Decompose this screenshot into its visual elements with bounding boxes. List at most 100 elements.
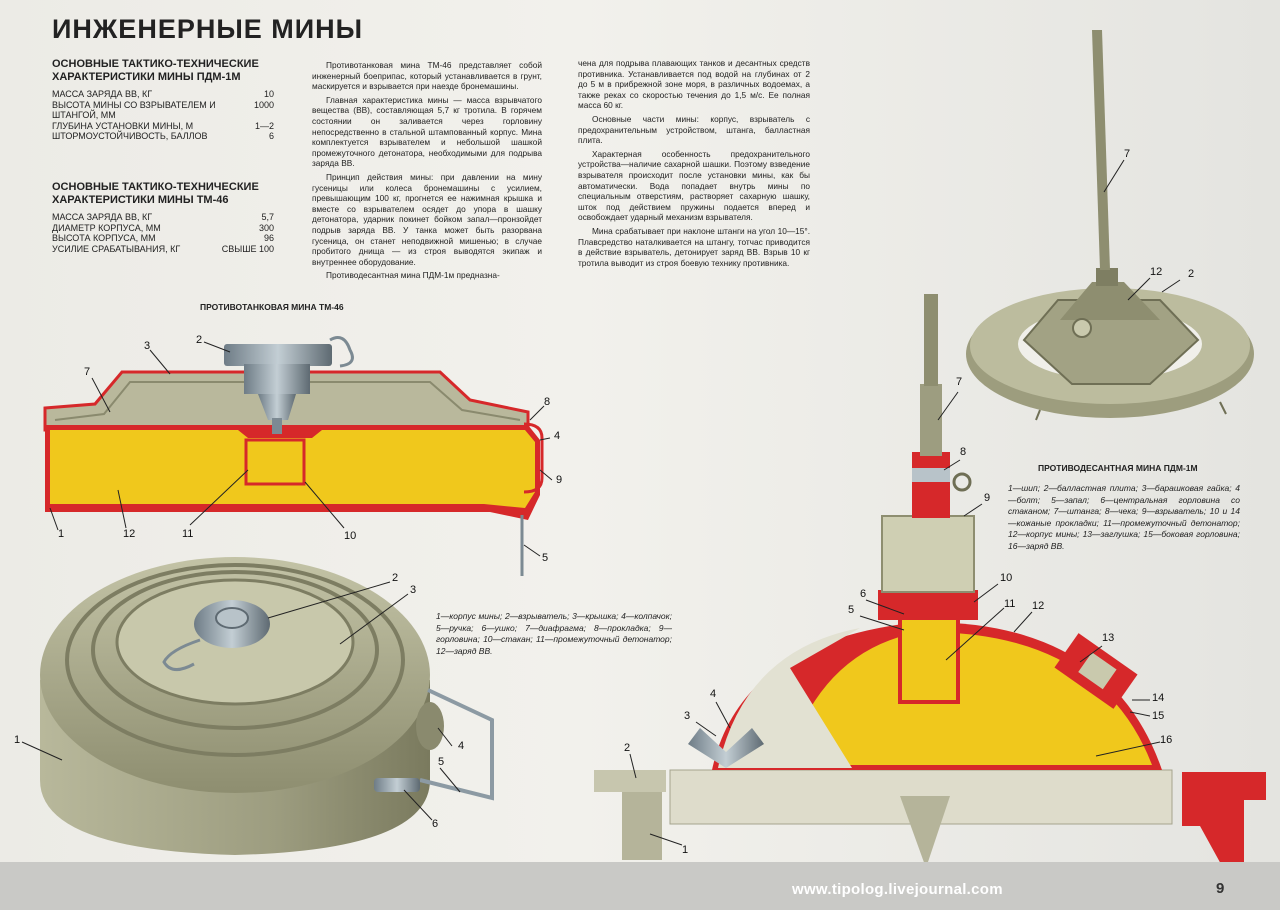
paragraph: Характерная особенность предохранительно… [578,148,810,223]
tm46-fuse-ring [329,336,354,368]
callout-label: 8 [544,396,551,408]
pdm-fuse-body [881,515,975,593]
paragraph: Противотанковая мина ТМ-46 представляет … [312,60,542,92]
tm46-exterior-drawing [40,557,494,855]
page-title: ИНЖЕНЕРНЫЕ МИНЫ [52,14,364,44]
page-number: 9 [1216,880,1225,897]
callout-label: 5 [542,552,549,564]
legend-pdm1m: 1—шип; 2—балластная плита; 3—барашковая … [1008,483,1240,551]
callout-label: 4 [554,430,561,442]
callout-label: 3 [684,710,691,722]
article-column-2: чена для подрыва плавающих танков и деса… [578,58,810,271]
callout-label: 2 [196,334,203,346]
pdm-spike-center [900,796,950,868]
callout-label: 4 [458,740,465,752]
pdm-cone [1060,282,1160,320]
callout-label: 13 [1102,632,1115,644]
callout-label: 3 [410,584,417,596]
legend-tm46: 1—корпус мины; 2—взрыватель; 3—крышка; 4… [436,611,672,656]
paragraph: Противодесантная мина ПДМ-1м предназна- [326,270,500,281]
pdm-red-collar [878,590,978,620]
callout-label: 7 [84,366,91,378]
article-column-1: Противотанковая мина ТМ-46 представляет … [312,60,542,284]
paragraph: чена для подрыва плавающих танков и деса… [578,58,810,111]
paragraph: Принцип действия мины: при давлении на м… [312,171,542,267]
callout-label: 12 [1032,600,1045,612]
tm46-fuse-stem [258,394,296,420]
tm46-striker [272,418,282,434]
paragraph: Мина срабатывает при наклоне штанги на у… [578,225,810,268]
pdm1m-section-diagram [594,294,1266,868]
callout-label: 1 [14,734,21,746]
specs-tm-heading: ОСНОВНЫЕ ТАКТИКО-ТЕХНИЧЕСКИЕ ХАРАКТЕРИСТ… [52,181,259,206]
callout-label: 1 [58,528,65,540]
pdm-rod-lower [920,384,942,456]
callout-label: 3 [144,340,151,352]
callout-label: 12 [123,528,136,540]
callout-label: 5 [848,604,855,616]
pdm-plate-left [594,770,666,792]
spec-row: ВЫСОТА МИНЫ СО ВЗРЫВАТЕЛЕМ И ШТАНГОЙ, мм… [52,99,274,121]
pdm-plate-right-red [1182,772,1266,866]
callout-label: 8 [960,446,967,458]
tm46-lug [374,778,420,792]
pdm-rod-collar [1096,268,1118,286]
tm46-fuse-chain [162,638,201,671]
tm46-cap [416,702,444,750]
callout-label: 2 [392,572,399,584]
spec-row: ДИАМЕТР КОРПУСА, мм300 [52,222,274,233]
pdm-wing-nut [688,728,764,768]
callout-label: 6 [860,588,867,600]
paragraph: Основные части мины: корпус, взрыватель … [578,113,810,146]
pdm-center-well [898,610,960,704]
callout-label: 10 [344,530,357,542]
pdm-spike-left [622,792,662,860]
callout-label: 14 [1152,692,1165,704]
pdm-wing-screw [1072,318,1092,338]
pdm-side-plug-core [1078,652,1117,690]
callout-label: 10 [1000,572,1013,584]
callout-label: 2 [1188,268,1195,280]
callout-label: 9 [556,474,563,486]
callout-label: 7 [956,376,963,388]
caption-pdm1m: ПРОТИВОДЕСАНТНАЯ МИНА ПДМ-1м [1038,463,1198,473]
callout-label: 11 [182,528,194,540]
callout-label: 6 [432,818,439,830]
tm46-section-diagram [43,336,544,576]
callout-label: 5 [438,756,445,768]
spec-row: МАССА ЗАРЯДА ВВ, кг5,7 [52,212,274,222]
callout-label: 4 [710,688,717,700]
tm46-handle [523,422,544,494]
callout-label: 2 [624,742,631,754]
watermark: www.tipolog.livejournal.com [792,881,1003,898]
callout-label: 11 [1004,598,1016,610]
spec-row: ВЫСОТА КОРПУСА, мм96 [52,233,274,243]
tm46-ring-1 [65,563,405,757]
spec-row: МАССА ЗАРЯДА ВВ, кг10 [52,89,274,99]
pdm-pin-ring [952,472,972,492]
specs-pdm-heading: ОСНОВНЫЕ ТАКТИКО-ТЕХНИЧЕСКИЕ ХАРАКТЕРИСТ… [52,58,259,83]
caption-tm46: ПРОТИВОТАНКОВАЯ МИНА ТМ-46 [200,302,344,312]
tm46-fuse-top [215,607,249,629]
specs-tm-block: ОСНОВНЫЕ ТАКТИКО-ТЕХНИЧЕСКИЕ ХАРАКТЕРИСТ… [52,181,274,254]
callout-label: 12 [1150,266,1163,278]
specs-pdm-block: ОСНОВНЫЕ ТАКТИКО-ТЕХНИЧЕСКИЕ ХАРАКТЕРИСТ… [52,58,274,142]
callout-label: 7 [1124,148,1131,160]
pdm-rod-upper [924,294,938,386]
leader-lines [21,159,1181,846]
callout-label: 15 [1152,710,1165,722]
tm46-ring-2 [91,570,379,730]
spec-row: ГЛУБИНА УСТАНОВКИ МИНЫ, м1—2 [52,120,274,131]
callout-label: 1 [682,844,689,856]
tm46-detonator-cup [244,438,306,486]
pdm1m-exterior-drawing [966,30,1254,421]
page-footer-band [0,862,1280,910]
paragraph: Главная характеристика мины — масса взры… [312,94,542,169]
pdm-fuse-band [912,468,950,482]
pdm-rod [1092,30,1110,270]
pdm-fuse-top [912,452,950,518]
spec-row: УСИЛИЕ СРАБАТЫВАНИЯ, кгсвыше 100 [52,243,274,254]
spec-row: ШТОРМОУСТОЙЧИВОСТЬ, баллов6 [52,131,274,141]
tm46-handle-loop [419,688,494,801]
